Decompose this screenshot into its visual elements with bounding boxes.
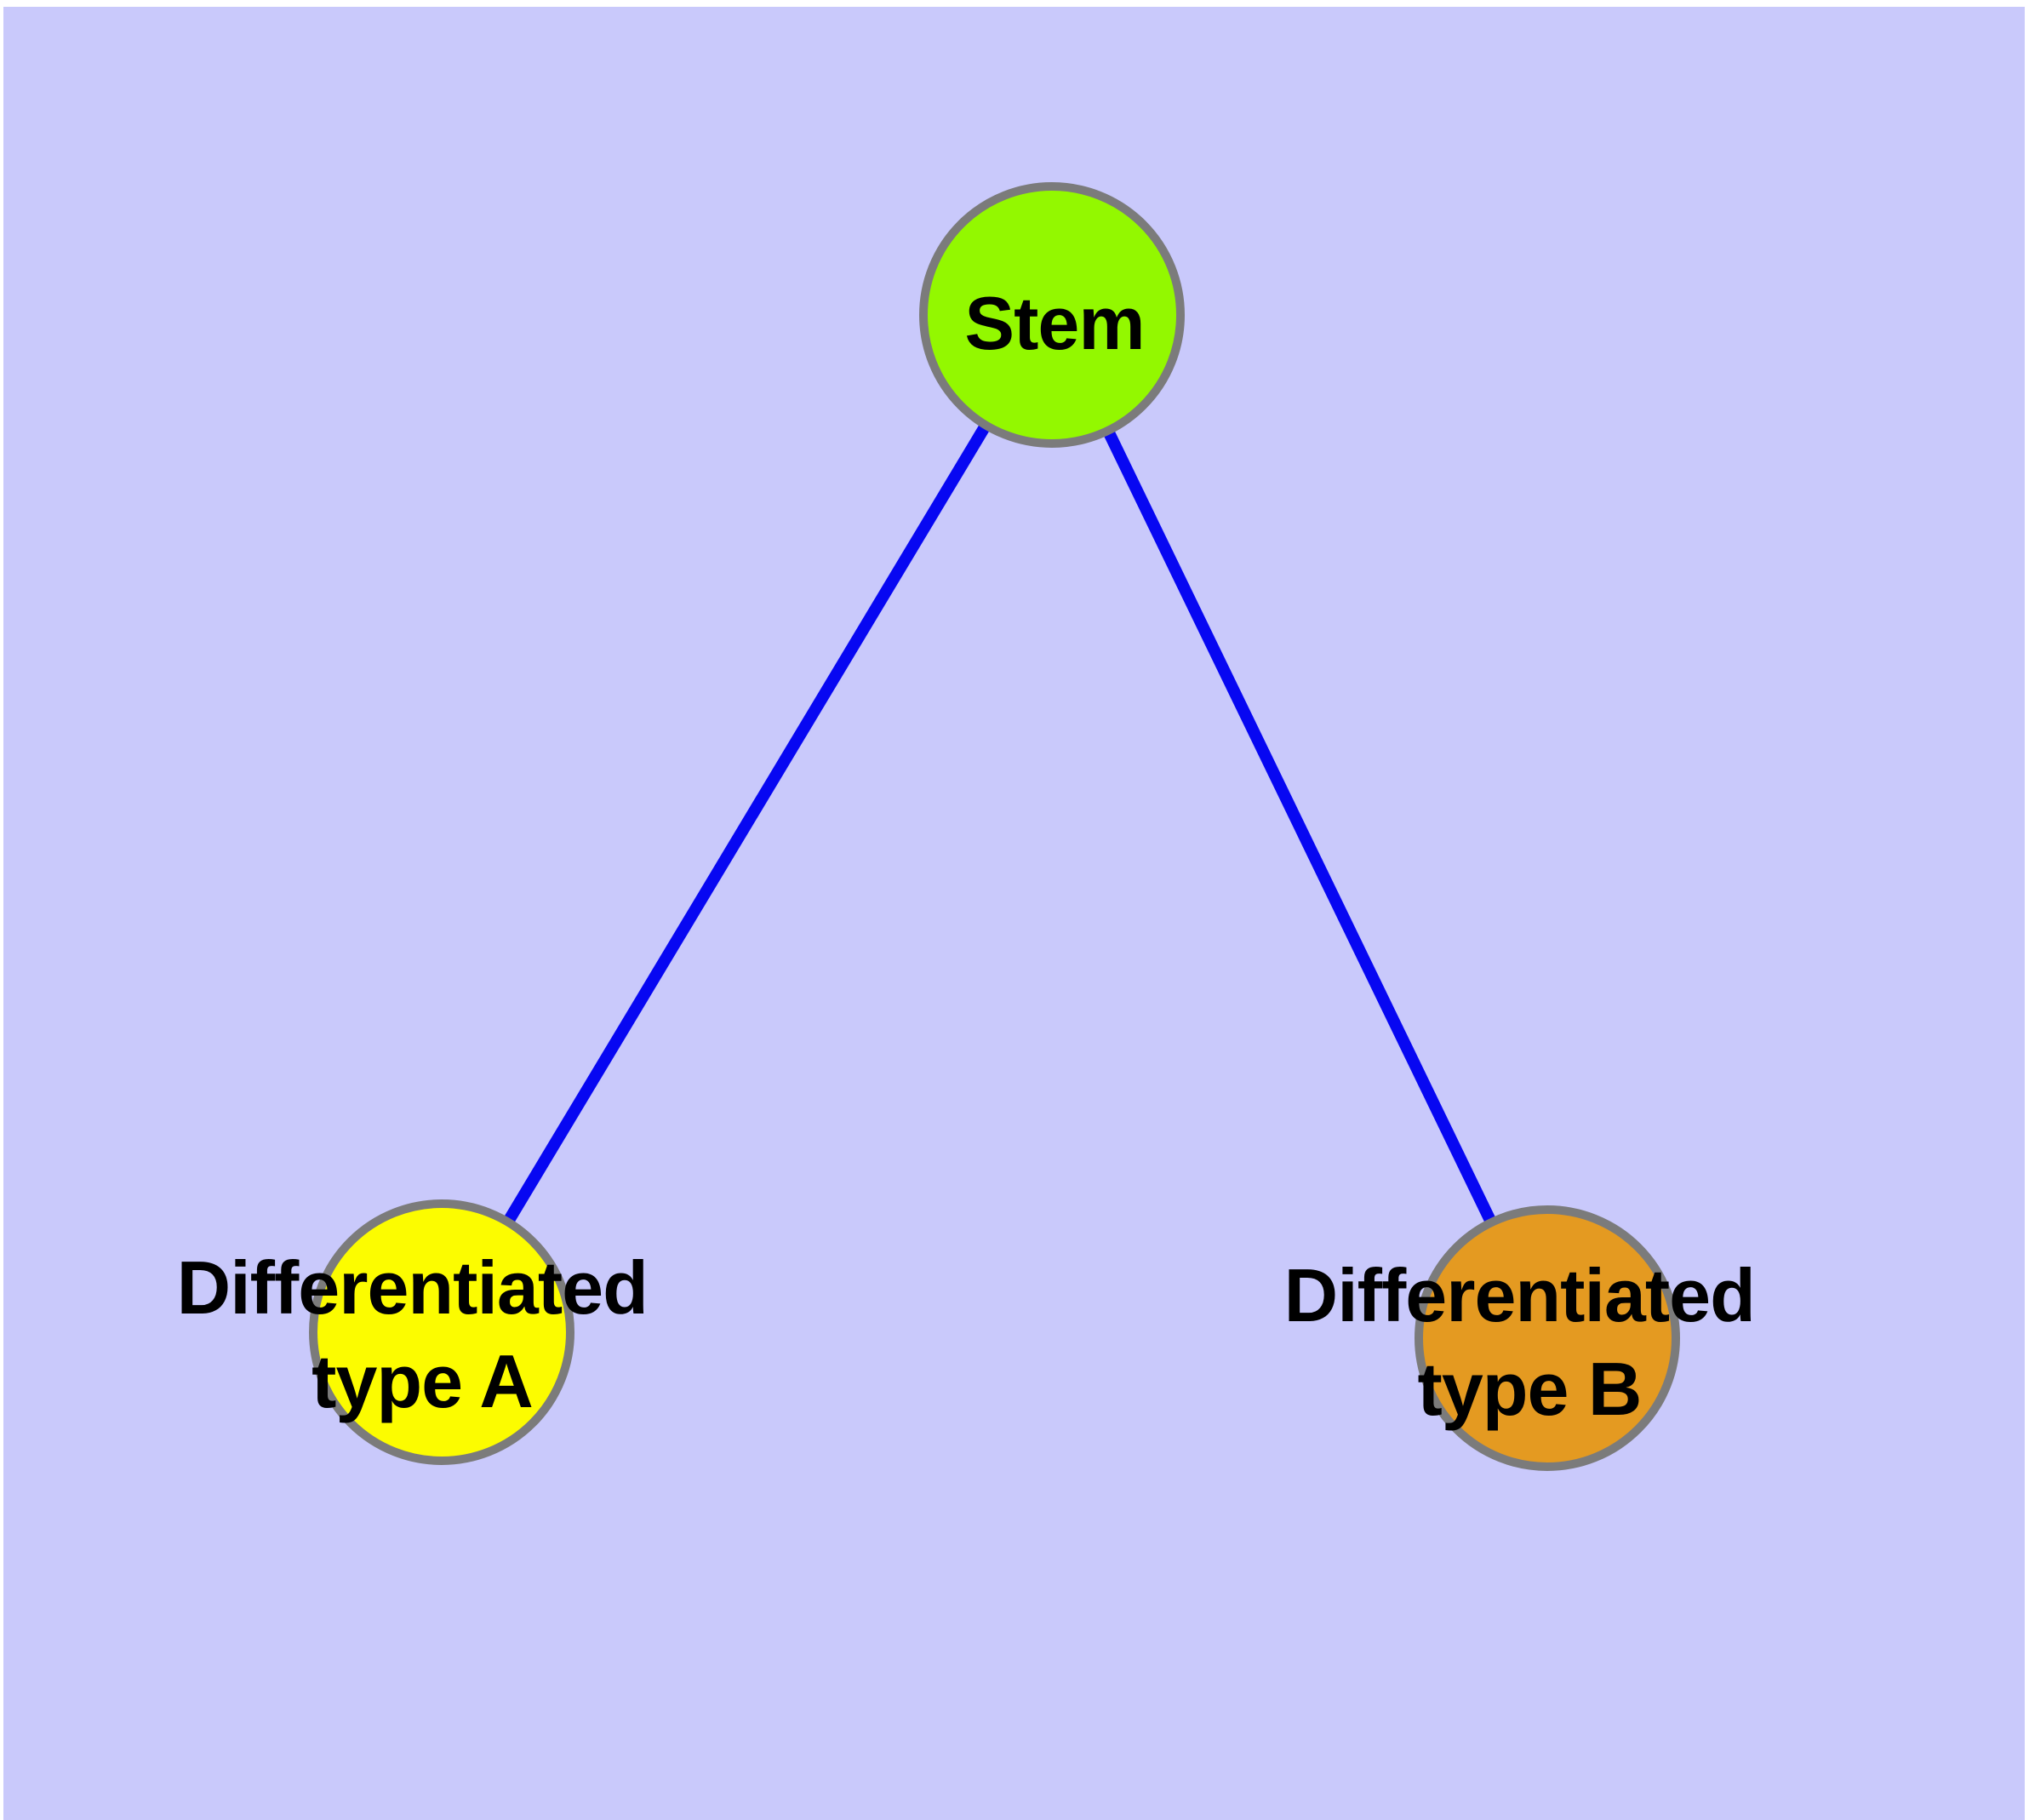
node-differentiated-type-b-circle: [1415, 1205, 1680, 1471]
node-differentiated-type-b: Differentiated type B: [1284, 1205, 1775, 1471]
node-differentiated-type-a: Differentiated type A: [177, 1199, 668, 1465]
node-differentiated-type-a-label-line2: type A: [311, 1339, 533, 1423]
edge-stem-to-type-a: [436, 312, 1058, 1336]
node-differentiated-type-b-label-line2: type B: [1418, 1347, 1642, 1431]
node-differentiated-type-a-label: Differentiated type A: [177, 1245, 668, 1423]
node-differentiated-type-b-label-line1: Differentiated: [1284, 1253, 1755, 1337]
node-differentiated-type-b-label: Differentiated type B: [1284, 1253, 1775, 1431]
node-differentiated-type-a-circle: [309, 1199, 574, 1465]
node-stem-label: Stem: [964, 281, 1144, 365]
node-differentiated-type-a-label-line1: Differentiated: [177, 1245, 648, 1330]
node-stem: Stem: [919, 182, 1185, 448]
edge-stem-to-type-b: [1046, 312, 1553, 1342]
node-stem-circle: [919, 182, 1185, 448]
